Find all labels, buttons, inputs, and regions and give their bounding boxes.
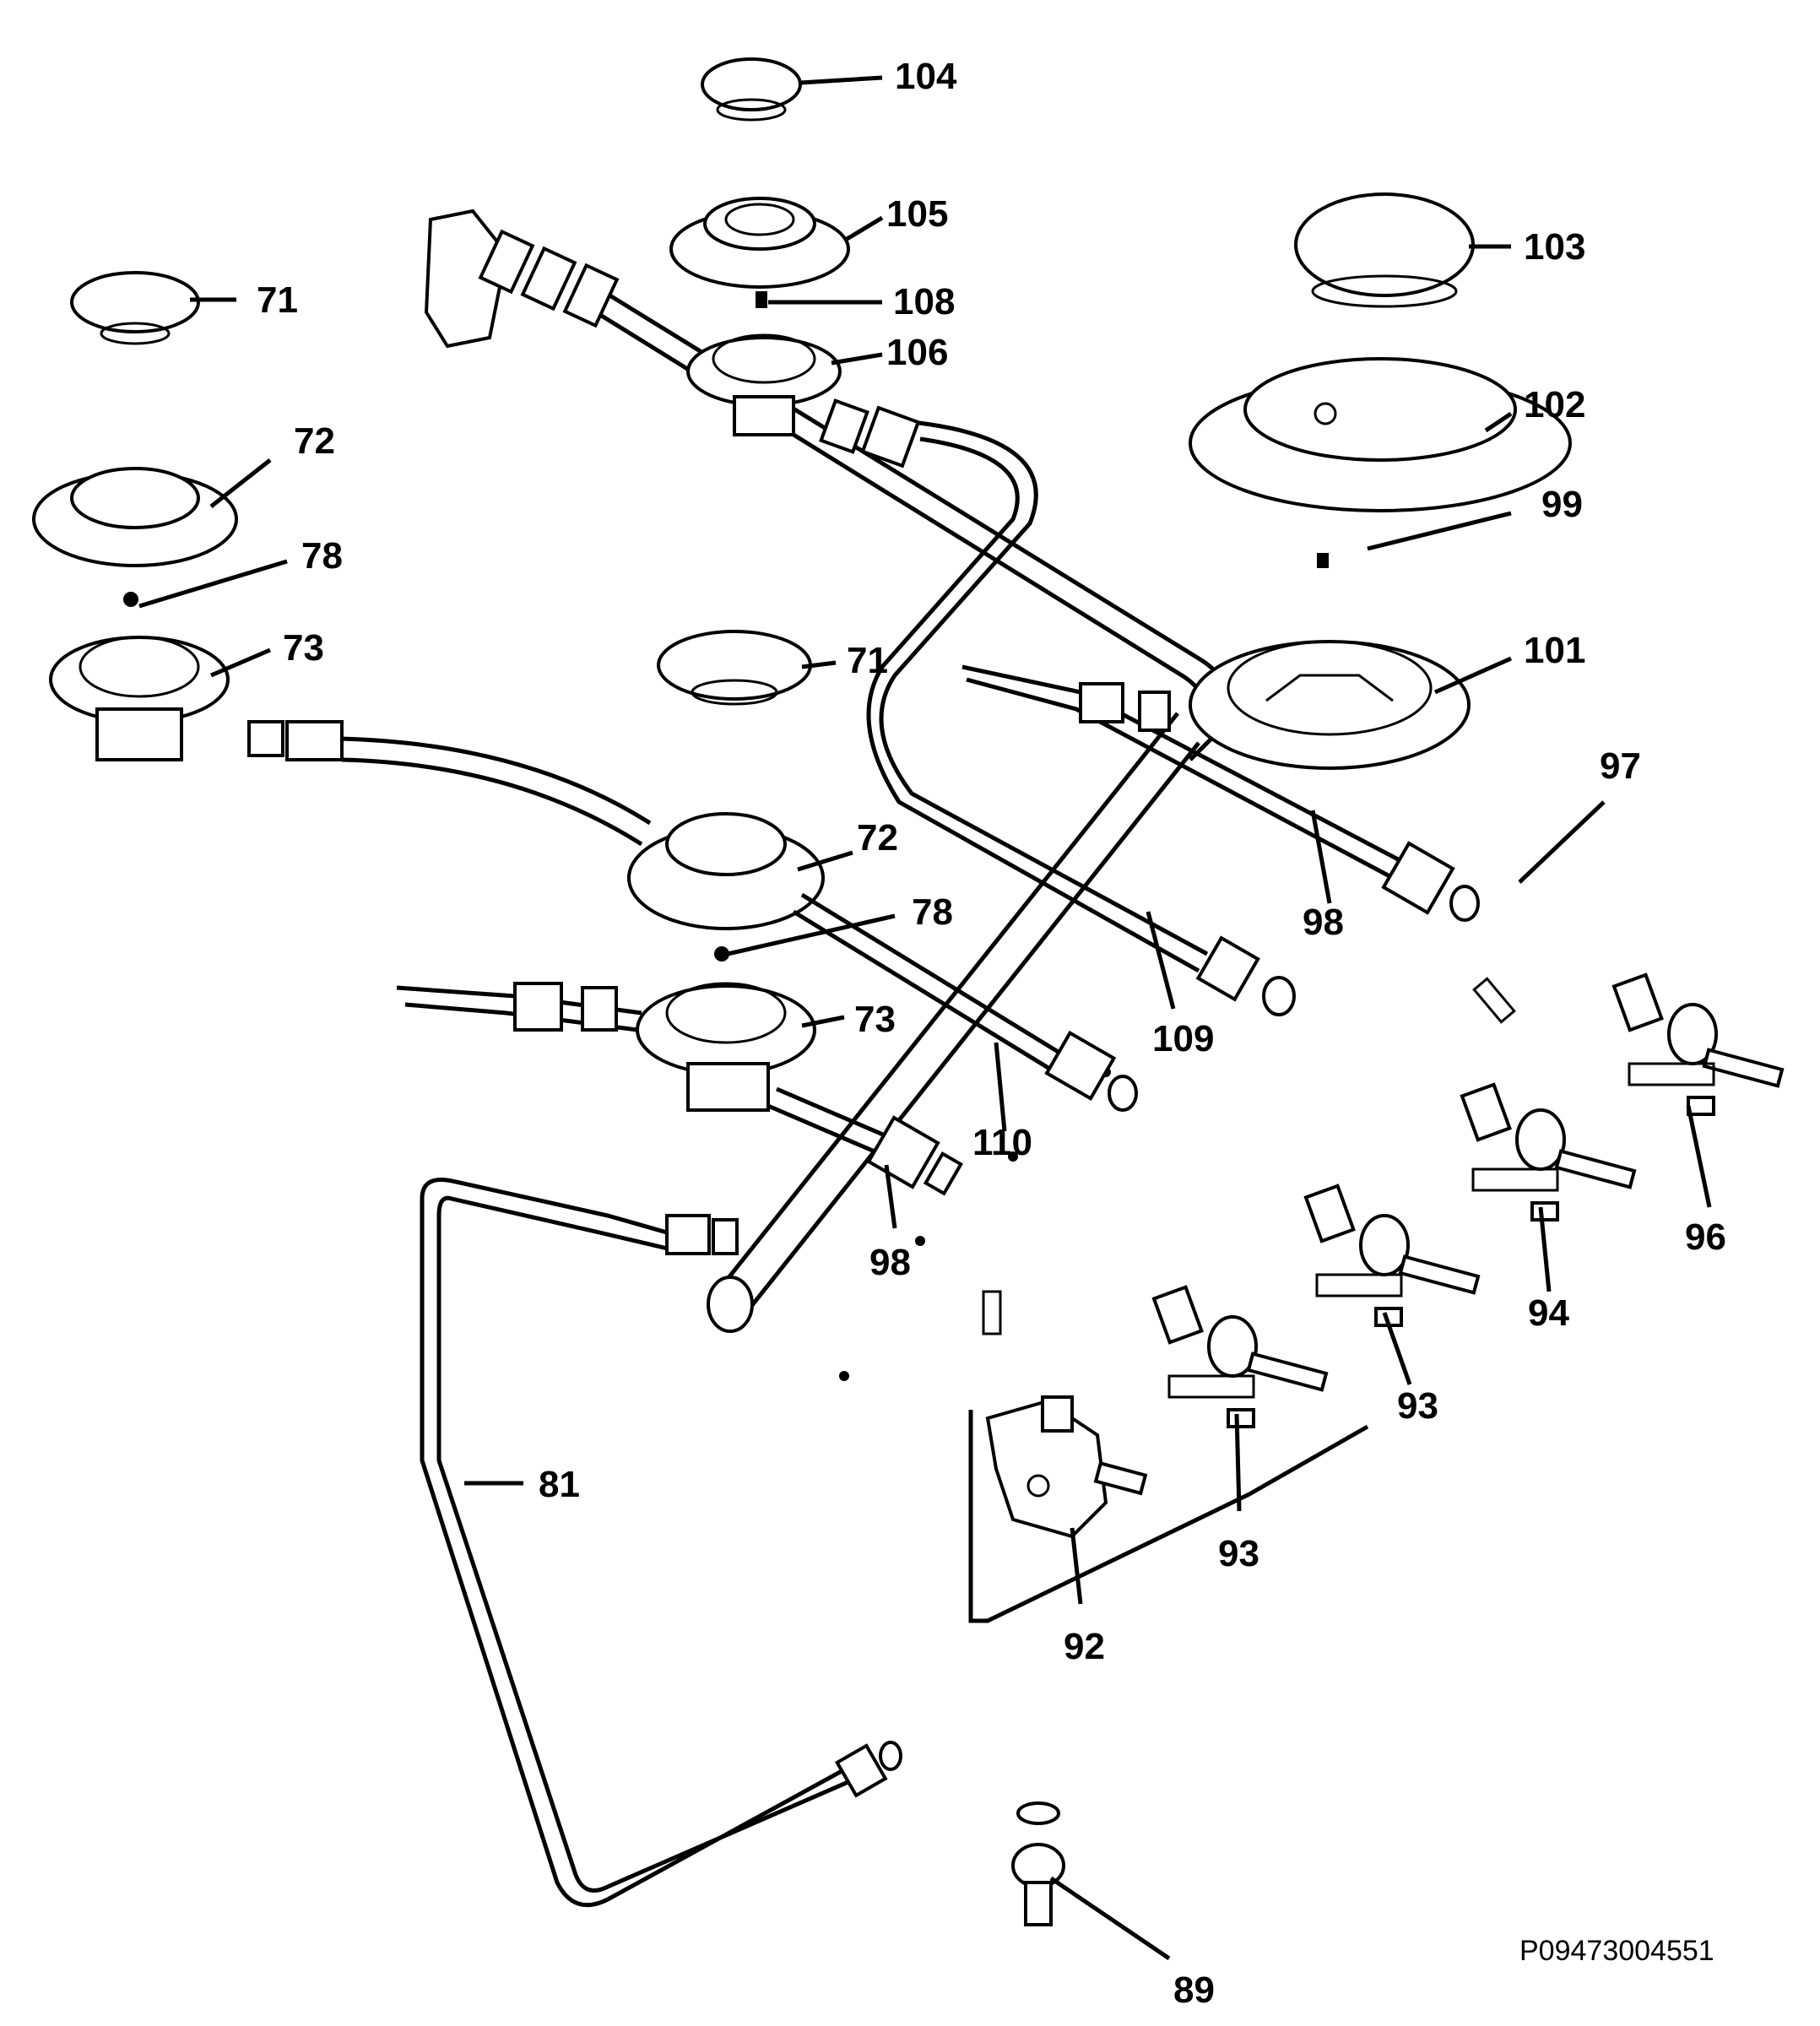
- injector-78-center: [714, 946, 729, 962]
- label-97: 97: [1600, 745, 1641, 787]
- burner-72-crown-left: [32, 467, 238, 567]
- part-labels: 104 105 108 106 103 102 99 101 71 72 78 …: [257, 56, 1726, 2011]
- burner-71-cap-center: [657, 630, 812, 706]
- label-78-center: 78: [912, 891, 953, 933]
- rear-inlet-connector: [424, 209, 620, 349]
- injector-108: [756, 291, 767, 308]
- reference-code: P09473004551: [1519, 1935, 1714, 1967]
- label-96: 96: [1685, 1216, 1726, 1258]
- burner-103-cap: [1294, 192, 1475, 308]
- gas-tap-96: [1611, 972, 1785, 1116]
- label-89: 89: [1173, 1969, 1215, 2011]
- burner-101-base: [1189, 640, 1471, 770]
- pipe-110: [792, 892, 1138, 1112]
- thermocouple-93: [968, 1410, 1369, 1623]
- pipe-81: [420, 1178, 902, 1908]
- label-92: 92: [1064, 1626, 1105, 1667]
- knob-insert-89: [1011, 1801, 1065, 1926]
- gas-tap-93-lower: [1151, 1285, 1329, 1428]
- gas-tap-92: [985, 1395, 1148, 1539]
- burner-104-cap: [701, 57, 802, 122]
- pipe-98-right: [961, 664, 1480, 922]
- label-94: 94: [1528, 1292, 1569, 1334]
- pipe-left-to-center: [247, 720, 652, 847]
- label-93-upper: 93: [1397, 1385, 1438, 1427]
- pipe-left-center-feed: [396, 982, 642, 1032]
- burner-73-base-left: [49, 636, 230, 761]
- label-98-right: 98: [1303, 902, 1344, 943]
- label-110: 110: [972, 1122, 1032, 1163]
- label-71-left: 71: [257, 279, 298, 321]
- gas-tap-94: [1460, 1082, 1637, 1222]
- label-72-left: 72: [294, 420, 335, 462]
- label-106: 106: [886, 332, 948, 373]
- label-109: 109: [1152, 1018, 1214, 1059]
- label-108: 108: [893, 281, 955, 322]
- label-73-left: 73: [283, 627, 324, 669]
- label-72-center: 72: [857, 817, 898, 859]
- label-93-lower: 93: [1218, 1533, 1259, 1574]
- label-101: 101: [1524, 630, 1585, 671]
- pipe-98-center: [767, 1086, 963, 1196]
- burner-106-base: [686, 333, 842, 436]
- label-98-center: 98: [869, 1242, 911, 1283]
- label-78-left: 78: [301, 535, 343, 577]
- label-71-center: 71: [847, 640, 888, 681]
- label-102: 102: [1524, 384, 1585, 425]
- injector-99: [1317, 553, 1329, 568]
- injector-78-left: [123, 592, 138, 607]
- leader-lines: [138, 75, 1712, 1961]
- burner-105-crown: [669, 197, 850, 289]
- label-104: 104: [895, 56, 957, 97]
- burner-71-cap-left: [70, 271, 200, 345]
- burner-73-base-center: [636, 982, 816, 1112]
- label-103: 103: [1524, 226, 1585, 268]
- label-105: 105: [886, 193, 948, 235]
- burner-102-crown: [1189, 357, 1572, 512]
- burner-72-crown-center: [627, 812, 825, 930]
- pipe-109: [819, 398, 1296, 1016]
- label-81: 81: [539, 1464, 580, 1505]
- gas-tap-93-upper: [1303, 1184, 1481, 1327]
- label-99: 99: [1541, 484, 1583, 525]
- label-73-center: 73: [854, 999, 896, 1040]
